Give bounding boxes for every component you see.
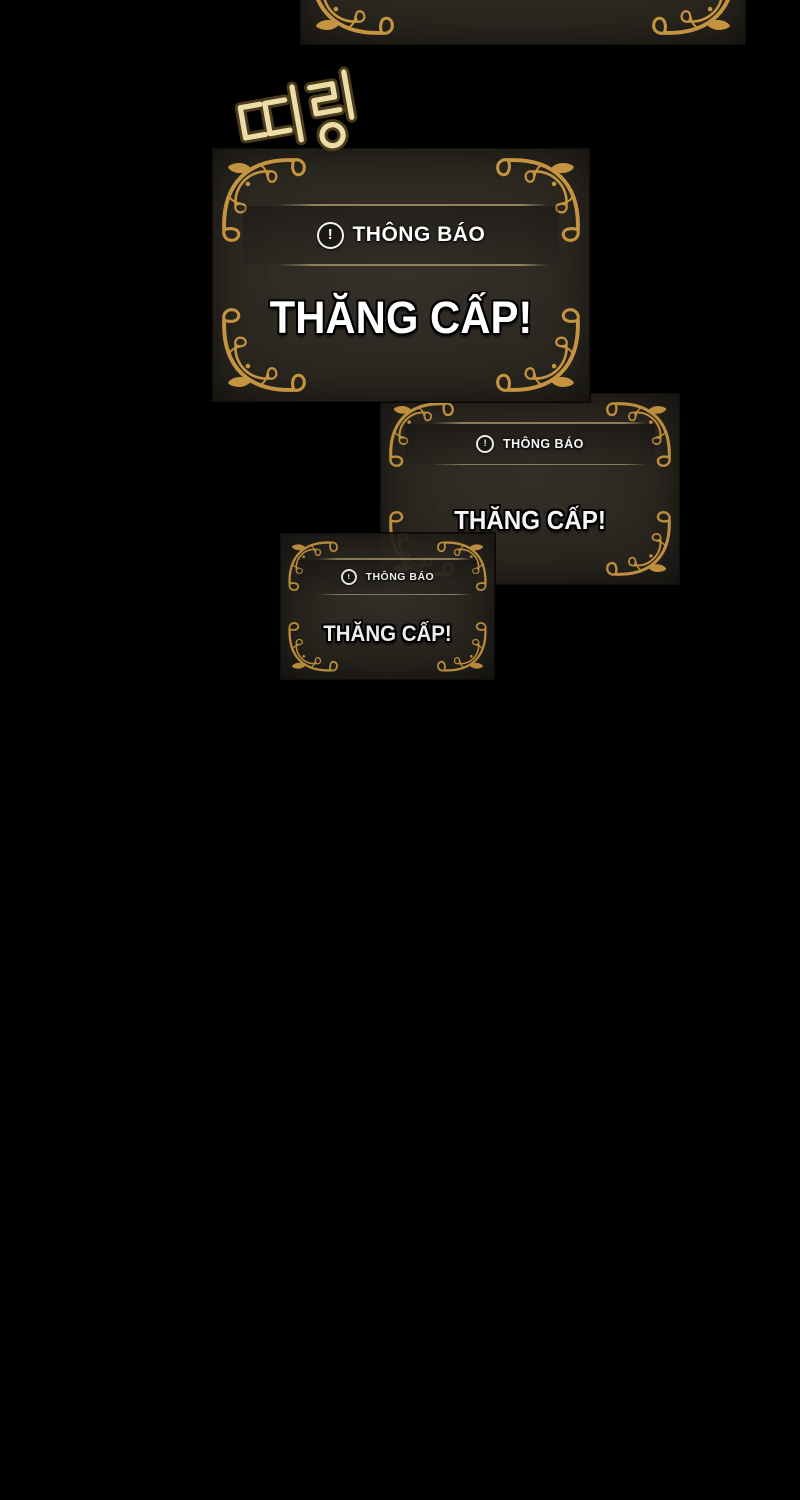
header-divider-top	[276, 204, 548, 206]
notification-header-label: THÔNG BÁO	[352, 223, 486, 246]
notification-header: ! THÔNG BÁO	[404, 423, 656, 464]
notification-window-large: ! THÔNG BÁO THĂNG CẤP!	[212, 148, 590, 402]
corner-flourish-icon	[652, 0, 740, 39]
header-divider-bottom	[317, 593, 471, 595]
notification-header-label: THÔNG BÁO	[365, 570, 435, 583]
exclamation-circle-icon: !	[316, 221, 344, 249]
notification-header: ! THÔNG BÁO	[243, 206, 559, 264]
header-divider-top	[431, 422, 647, 424]
sfx-ding-sound-text: 띠링	[227, 57, 376, 175]
level-up-title: THĂNG CẤP!	[269, 292, 533, 343]
exclamation-circle-icon: !	[340, 568, 357, 585]
notification-header: ! THÔNG BÁO	[298, 559, 477, 594]
corner-flourish-icon	[306, 0, 394, 39]
level-up-title: THĂNG CẤP!	[323, 621, 452, 646]
exclamation-circle-icon: !	[476, 434, 495, 453]
notification-header-label: THÔNG BÁO	[502, 436, 584, 451]
notification-window-small: ! THÔNG BÁO THĂNG CẤP!	[280, 533, 495, 680]
notification-window-partial	[300, 0, 746, 45]
header-divider-bottom	[276, 264, 548, 266]
level-up-title: THĂNG CẤP!	[454, 505, 606, 535]
header-divider-bottom	[431, 463, 647, 465]
